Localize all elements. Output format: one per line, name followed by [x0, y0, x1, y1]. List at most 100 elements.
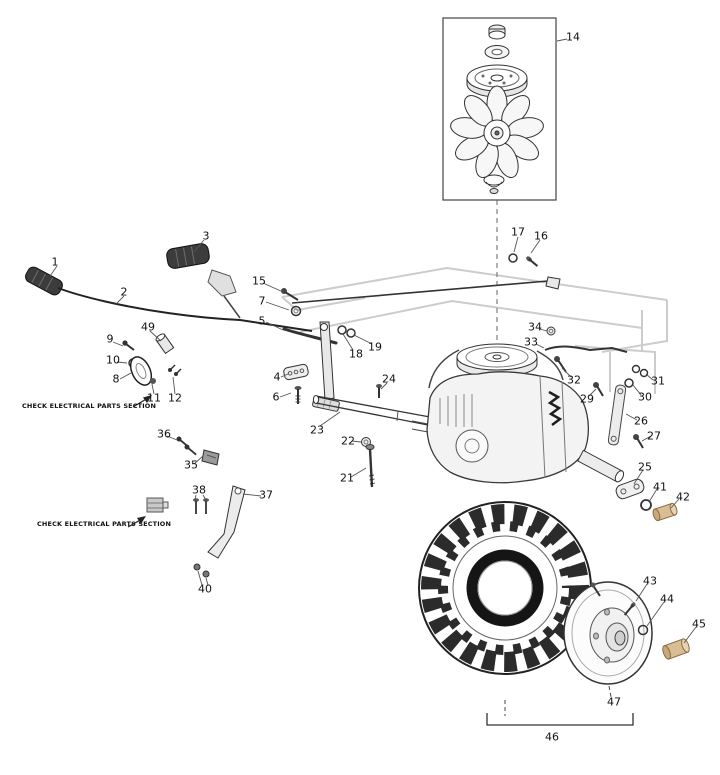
lift-linkage-rod — [291, 253, 561, 304]
seal-8 — [129, 356, 153, 386]
nut-22-hole — [363, 439, 369, 445]
part-label-9: 9 — [106, 332, 114, 346]
part-label-27: 27 — [647, 429, 661, 443]
part-label-46: 46 — [545, 730, 559, 744]
washer-7 — [290, 305, 302, 317]
part-label-6: 6 — [272, 390, 280, 404]
axle-shaft-23 — [312, 395, 431, 426]
dimension-bracket-46 — [486, 713, 634, 726]
bracket-26 — [607, 384, 627, 446]
nut-34-hole — [548, 328, 554, 334]
washer-7-hole — [293, 308, 299, 314]
part-label-31: 31 — [651, 374, 665, 388]
part-label-2: 2 — [120, 285, 128, 299]
part-label-15: 15 — [252, 274, 266, 288]
part-label-19: 19 — [368, 340, 382, 354]
part-label-34: 34 — [528, 320, 542, 334]
part-label-38: 38 — [192, 483, 206, 497]
part-label-41: 41 — [653, 480, 667, 494]
part-label-8: 8 — [112, 372, 120, 386]
part-label-21: 21 — [340, 471, 354, 485]
electrical-note-1: CHECK ELECTRICAL PARTS SECTION — [22, 402, 157, 410]
part-label-45: 45 — [692, 617, 706, 631]
washer-19 — [346, 328, 356, 338]
washer-30 — [624, 378, 634, 388]
bolt-15 — [281, 288, 299, 301]
part-label-7: 7 — [258, 294, 266, 308]
part-label-1: 1 — [51, 255, 59, 269]
washer-41 — [640, 499, 652, 511]
pedal-pad — [312, 396, 340, 412]
part-label-49: 49 — [141, 320, 155, 334]
washer-18 — [337, 325, 347, 335]
rod-5 — [282, 327, 338, 345]
connector-block — [146, 497, 169, 513]
part-label-12: 12 — [168, 391, 182, 405]
part-label-4: 4 — [273, 370, 281, 384]
bracket-37 — [207, 485, 246, 559]
fan-icon — [450, 85, 544, 179]
part-label-24: 24 — [382, 372, 396, 386]
output-shaft — [577, 449, 625, 483]
lower-left-brackets — [146, 436, 246, 578]
fan-assembly-detail — [442, 17, 557, 201]
left-controls — [25, 243, 313, 386]
screw-6 — [294, 386, 302, 404]
spacer-49 — [155, 333, 175, 355]
flange-25 — [615, 478, 645, 500]
bolt-32 — [554, 356, 567, 373]
rod-33 — [544, 345, 628, 353]
part-label-11: 11 — [147, 391, 161, 405]
part-label-17: 17 — [511, 225, 525, 239]
part-label-42: 42 — [676, 490, 690, 504]
part-label-35: 35 — [184, 458, 198, 472]
part-label-26: 26 — [634, 414, 648, 428]
bolt-16 — [526, 256, 539, 267]
screw-38a — [193, 498, 199, 514]
plate-4 — [283, 363, 309, 381]
part-label-29: 29 — [580, 392, 594, 406]
transmission — [411, 326, 678, 522]
nuts-40 — [193, 563, 210, 578]
cap-45 — [662, 638, 690, 660]
part-label-25: 25 — [638, 460, 652, 474]
bolt-21 — [365, 444, 376, 488]
part-label-44: 44 — [660, 592, 674, 606]
bolt-27 — [633, 434, 644, 449]
washer-31a — [631, 364, 641, 374]
clamp-35 — [201, 449, 220, 466]
bolt-24 — [376, 384, 382, 398]
part-label-40: 40 — [198, 582, 212, 596]
pedal-assembly — [281, 288, 431, 488]
part-label-14: 14 — [566, 30, 580, 44]
bolt-9 — [122, 340, 135, 351]
part-label-16: 16 — [534, 229, 548, 243]
part-label-37: 37 — [259, 488, 273, 502]
grip-3 — [166, 243, 210, 269]
washer-31b — [639, 368, 649, 378]
lever-plate — [207, 269, 237, 297]
part-label-36: 36 — [157, 427, 171, 441]
part-label-18: 18 — [349, 347, 363, 361]
washer-17 — [508, 253, 518, 263]
brake-spring — [547, 390, 563, 426]
part-label-47: 47 — [607, 695, 621, 709]
screw-36b — [184, 444, 197, 456]
part-label-10: 10 — [106, 353, 120, 367]
note-arrows — [127, 395, 152, 528]
part-label-22: 22 — [341, 434, 355, 448]
part-label-32: 32 — [567, 373, 581, 387]
leader-lines — [49, 38, 697, 644]
part-label-3: 3 — [202, 229, 210, 243]
bushing-42 — [652, 502, 678, 522]
part-label-23: 23 — [310, 423, 324, 437]
screws-12 — [168, 364, 182, 376]
part-label-5: 5 — [258, 314, 266, 328]
part-label-30: 30 — [638, 390, 652, 404]
valve-stem — [593, 586, 601, 597]
pin-11 — [150, 378, 156, 384]
bolt-43 — [623, 602, 636, 616]
part-label-33: 33 — [524, 335, 538, 349]
